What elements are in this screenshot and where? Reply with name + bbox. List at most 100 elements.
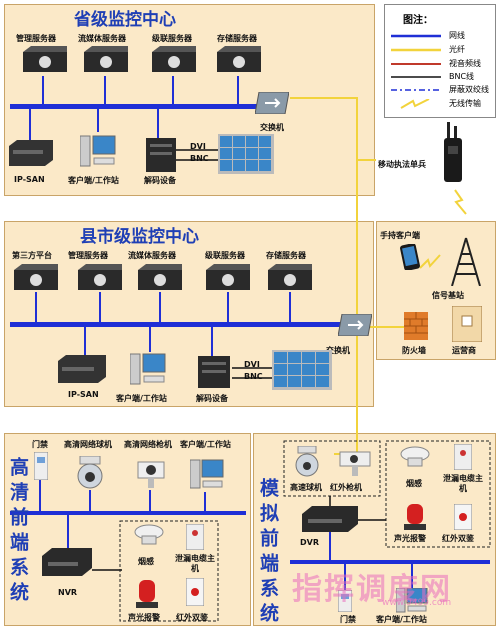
server-label-management: 管理服务器 — [16, 34, 56, 43]
city-cascade-server-icon — [206, 264, 250, 290]
analog-smoke-label: 烟感 — [406, 479, 422, 488]
analog-frontend-title: 模拟前端系统 — [257, 478, 279, 630]
hd-workstation-label: 客户端/工作站 — [180, 440, 231, 449]
watermark-url: www.9499.com — [382, 598, 452, 608]
hd-title-text: 高清前端系统 — [7, 457, 29, 607]
third-party-label: 第三方平台 — [12, 251, 52, 260]
provincial-center-panel — [4, 4, 375, 196]
hd-infrared-label: 红外双鉴 — [176, 613, 208, 622]
city-decoder-icon — [198, 356, 230, 388]
city-management-label: 管理服务器 — [68, 251, 108, 260]
city-ip-san-label: IP-SAN — [68, 390, 99, 399]
city-ip-san-icon — [58, 355, 106, 383]
analog-workstation-label: 客户端/工作站 — [376, 615, 427, 624]
dvi-label: DVI — [190, 142, 206, 151]
walkie-talkie-icon — [444, 122, 462, 182]
analog-leak-cable-label: 泄漏电缆主机 — [443, 474, 483, 493]
mobile-unit-label: 移动执法单兵 — [378, 160, 426, 169]
infrared-bullet-label: 红外枪机 — [330, 483, 362, 492]
base-station-label: 信号基站 — [432, 291, 464, 300]
hd-smoke-detector-icon — [134, 524, 164, 545]
dvr-icon — [302, 506, 358, 532]
legend: 图注： 网线 光纤 视音频线 BNC线 屏蔽双绞线 无线传输 — [384, 4, 496, 118]
legend-item-ethernet: 网线 — [391, 31, 465, 40]
hd-dome-camera-label: 高清网络球机 — [64, 440, 112, 449]
operator-label: 运营商 — [452, 346, 476, 355]
smartphone-icon — [400, 244, 420, 270]
legend-title: 图注： — [403, 15, 433, 26]
speed-dome-label: 高速球机 — [290, 483, 322, 492]
firewall-label: 防火墙 — [402, 346, 426, 355]
infrared-bullet-icon — [339, 451, 371, 476]
hd-siren-label: 声光报警 — [128, 613, 160, 622]
nvr-icon — [42, 548, 92, 576]
firewall-icon — [404, 312, 428, 340]
provincial-center-title: 省级监控中心 — [74, 10, 176, 30]
city-bnc-label: BNC — [244, 372, 263, 381]
hd-bullet-camera-label: 高清网络枪机 — [124, 440, 172, 449]
legend-item-bnc: BNC线 — [391, 72, 475, 81]
decoder-label: 解码设备 — [144, 176, 176, 185]
city-storage-server-icon — [268, 264, 312, 290]
city-video-wall-icon — [272, 350, 332, 390]
analog-title-text: 模拟前端系统 — [257, 478, 279, 628]
switch-icon — [255, 92, 289, 114]
analog-smoke-detector-icon — [400, 446, 430, 467]
city-decoder-label: 解码设备 — [196, 394, 228, 403]
legend-item-fiber: 光纤 — [391, 45, 465, 54]
analog-siren-label: 声光报警 — [394, 534, 426, 543]
server-label-media: 流媒体服务器 — [78, 34, 126, 43]
city-storage-label: 存储服务器 — [266, 251, 306, 260]
city-switch-label: 交换机 — [326, 346, 350, 355]
nvr-label: NVR — [58, 588, 78, 597]
hd-leak-cable-icon — [186, 524, 204, 550]
ip-san-label: IP-SAN — [14, 175, 45, 184]
server-label-storage: 存储服务器 — [217, 34, 257, 43]
cascade-server-icon — [152, 46, 196, 72]
hd-leak-cable-label: 泄漏电缆主机 — [175, 554, 215, 573]
city-workstation-icon — [130, 353, 166, 385]
hd-frontend-title: 高清前端系统 — [7, 457, 29, 611]
hd-infrared-detector-icon — [186, 578, 204, 606]
video-wall-icon — [218, 134, 274, 174]
bnc-label: BNC — [190, 154, 209, 163]
legend-item-shielded: 屏蔽双绞线 — [391, 85, 489, 94]
analog-siren-icon — [404, 504, 426, 530]
workstation-label: 客户端/工作站 — [68, 176, 119, 185]
dvr-label: DVR — [300, 538, 319, 547]
door-access-icon — [34, 452, 48, 480]
signal-tower-icon — [451, 237, 481, 286]
hd-bullet-camera-icon — [137, 461, 165, 488]
watermark-text: 指挥调度网 — [292, 572, 452, 607]
switch-label: 交换机 — [260, 123, 284, 132]
handheld-client-label: 手持客户端 — [380, 231, 420, 240]
legend-item-wireless: 无线传输 — [391, 99, 495, 110]
workstation-icon — [80, 135, 116, 167]
city-dvi-label: DVI — [244, 360, 260, 369]
analog-door-access-icon — [338, 590, 352, 612]
city-media-server-icon — [138, 264, 182, 290]
analog-door-label: 门禁 — [340, 615, 356, 624]
city-management-server-icon — [78, 264, 122, 290]
hd-dome-camera-icon — [77, 456, 103, 489]
speed-dome-icon — [295, 446, 319, 477]
ip-san-icon — [9, 140, 53, 166]
city-cascade-label: 级联服务器 — [205, 251, 245, 260]
hd-smoke-label: 烟感 — [138, 557, 154, 566]
analog-infrared-label: 红外双鉴 — [442, 534, 474, 543]
hd-siren-icon — [136, 580, 158, 608]
operator-building-icon — [452, 306, 482, 342]
analog-infrared-detector-icon — [454, 504, 472, 530]
analog-workstation-icon — [396, 588, 428, 613]
third-party-server-icon — [14, 264, 58, 290]
door-access-label: 门禁 — [32, 440, 48, 449]
city-center-title: 县市级监控中心 — [80, 227, 199, 247]
server-label-cascade: 级联服务器 — [152, 34, 192, 43]
decoder-icon — [146, 138, 176, 172]
storage-server-icon — [217, 46, 261, 72]
media-server-icon — [84, 46, 128, 72]
management-server-icon — [23, 46, 67, 72]
city-switch-icon — [338, 314, 372, 336]
city-workstation-label: 客户端/工作站 — [116, 394, 167, 403]
